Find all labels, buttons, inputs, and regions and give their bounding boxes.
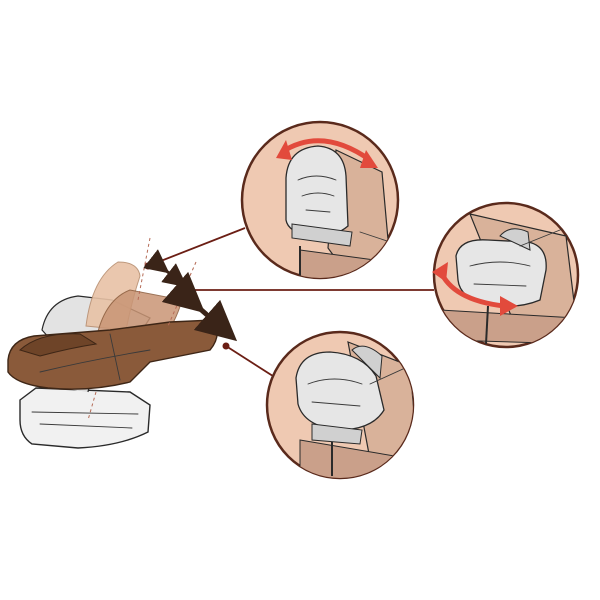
callout-rear-facing — [265, 330, 415, 480]
seat-reclined-headrest — [19, 333, 98, 357]
child-seat-top — [285, 145, 349, 237]
reclining-seat — [7, 237, 238, 449]
recline-arrow-small — [143, 249, 188, 288]
callout-side-facing — [432, 201, 580, 349]
leader-dot-bottom — [222, 342, 230, 350]
leader-dot-right — [178, 286, 186, 294]
recline-arrow-large — [161, 271, 238, 342]
callout-forward-facing — [240, 120, 400, 280]
leader-line-top — [147, 227, 246, 267]
seat-base — [19, 387, 151, 449]
rotate-arrow-top — [280, 138, 372, 163]
leader-line-bottom — [225, 345, 277, 379]
